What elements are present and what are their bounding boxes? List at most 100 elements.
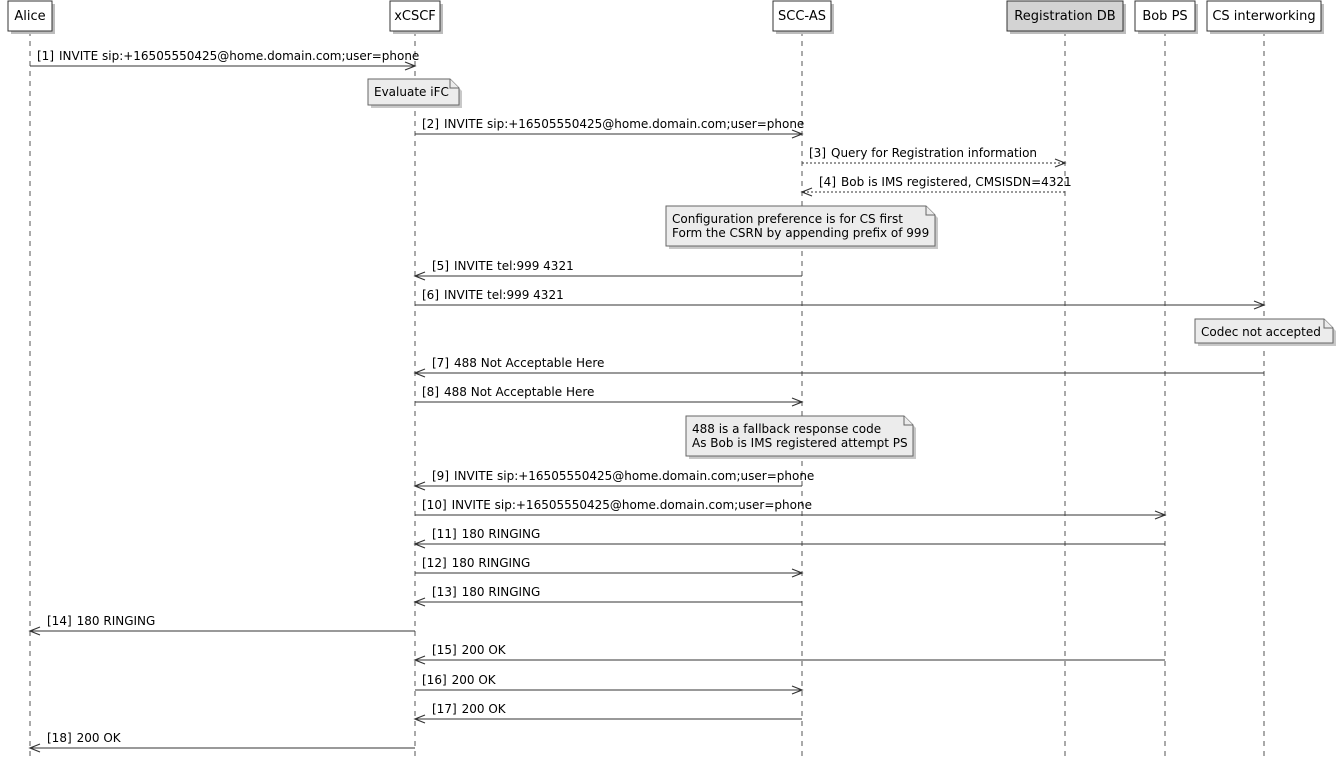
message-15: [15] 200 OK — [413, 643, 1165, 665]
note-fold — [903, 416, 913, 426]
message-arrowhead — [1054, 158, 1067, 168]
message-text: 488 Not Acceptable Here — [444, 385, 594, 399]
participant-box — [772, 0, 832, 32]
participant-box — [7, 0, 53, 32]
message-label: [11]180 RINGING — [432, 527, 540, 541]
message-2: [2] INVITE sip:+16505550425@home.domain.c… — [415, 117, 804, 139]
note-text-line: Configuration preference is for CS first — [672, 212, 903, 226]
message-arrowhead — [791, 397, 804, 407]
message-number: [6] — [422, 288, 439, 302]
message-arrowhead — [800, 187, 813, 197]
note-text-line: Evaluate iFC — [374, 85, 449, 99]
message-label: [14]180 RINGING — [47, 614, 155, 628]
message-arrowhead — [791, 129, 804, 139]
note-1: Evaluate iFC — [367, 78, 462, 108]
message-number: [8] — [422, 385, 439, 399]
message-text: INVITE sip:+16505550425@home.domain.com;… — [59, 49, 419, 63]
participant-label: Alice — [14, 9, 45, 24]
participant-label: Registration DB — [1014, 9, 1115, 24]
message-number: [18] — [47, 731, 72, 745]
message-label: [2] INVITE sip:+16505550425@home.domain.c… — [422, 117, 804, 131]
message-arrowhead — [413, 714, 426, 724]
message-label: [16]200 OK — [422, 673, 497, 687]
message-17: [17]200 OK — [413, 702, 802, 724]
message-label: [9]INVITE sip:+16505550425@home.domain.c… — [432, 469, 814, 483]
note-fold — [1323, 319, 1333, 329]
message-text: INVITE tel:999 4321 — [454, 259, 574, 273]
message-text: Bob is IMS registered, CMSISDN=4321 — [841, 175, 1072, 189]
message-text: INVITE tel:999 4321 — [444, 288, 564, 302]
message-label: [15] 200 OK — [432, 643, 507, 657]
message-text: 488 Not Acceptable Here — [454, 356, 604, 370]
participant-csint: CS interworking — [1206, 0, 1324, 34]
message-number: [15] — [432, 643, 457, 657]
message-label: [13]180 RINGING — [432, 585, 540, 599]
message-number: [4] — [819, 175, 836, 189]
message-arrowhead — [1253, 300, 1266, 310]
message-arrowhead — [28, 626, 41, 636]
message-16: [16]200 OK — [415, 673, 804, 695]
message-label: [10]INVITE sip:+16505550425@home.domain.… — [422, 498, 812, 512]
message-arrowhead — [413, 481, 426, 491]
participants: Alice xCSCF SCC-AS Registration DB Bob PS CS … — [7, 0, 1324, 34]
note-text-line: Form the CSRN by appending prefix of 999 — [672, 226, 929, 240]
message-6: [6] INVITE tel:999 4321 — [415, 288, 1266, 310]
message-text: 200 OK — [77, 731, 122, 745]
message-number: [12] — [422, 556, 447, 570]
message-text: 200 OK — [452, 673, 497, 687]
message-10: [10]INVITE sip:+16505550425@home.domain.… — [415, 498, 1167, 520]
message-9: [9]INVITE sip:+16505550425@home.domain.c… — [413, 469, 814, 491]
message-text: INVITE sip:+16505550425@home.domain.com;… — [454, 469, 814, 483]
message-label: [5] INVITE tel:999 4321 — [432, 259, 574, 273]
message-label: [4] Bob is IMS registered, CMSISDN=4321 — [819, 175, 1072, 189]
message-text: INVITE sip:+16505550425@home.domain.com;… — [452, 498, 812, 512]
lifelines — [29, 31, 1265, 757]
participant-box — [1006, 0, 1124, 32]
message-text: Query for Registration information — [831, 146, 1037, 160]
message-12: [12] 180 RINGING — [415, 556, 804, 578]
participant-bobps: Bob PS — [1134, 0, 1198, 34]
message-4: [4] Bob is IMS registered, CMSISDN=4321 — [800, 175, 1072, 197]
message-text: 200 OK — [462, 643, 507, 657]
message-arrowhead — [1154, 510, 1167, 520]
message-label: [8] 488 Not Acceptable Here — [422, 385, 594, 399]
message-arrowhead — [413, 655, 426, 665]
participant-regdb: Registration DB — [1006, 0, 1126, 34]
message-arrowhead — [413, 368, 426, 378]
message-3: [3]Query for Registration information — [802, 146, 1067, 168]
messages: [1]INVITE sip:+16505550425@home.domain.c… — [28, 49, 1266, 753]
message-text: 180 RINGING — [452, 556, 531, 570]
message-11: [11]180 RINGING — [413, 527, 1165, 549]
message-label: [6] INVITE tel:999 4321 — [422, 288, 564, 302]
message-8: [8] 488 Not Acceptable Here — [415, 385, 804, 407]
message-number: [2] — [422, 117, 439, 131]
participant-box — [389, 0, 441, 32]
message-label: [3]Query for Registration information — [809, 146, 1037, 160]
participant-box — [1134, 0, 1196, 32]
message-number: [7] — [432, 356, 449, 370]
message-label: [1]INVITE sip:+16505550425@home.domain.c… — [37, 49, 419, 63]
message-number: [11] — [432, 527, 457, 541]
message-text: 180 RINGING — [462, 585, 541, 599]
message-14: [14]180 RINGING — [28, 614, 415, 636]
message-arrowhead — [791, 685, 804, 695]
participant-label: Bob PS — [1142, 9, 1187, 24]
message-arrowhead — [28, 743, 41, 753]
message-text: INVITE sip:+16505550425@home.domain.com;… — [444, 117, 804, 131]
participant-sccas: SCC-AS — [772, 0, 834, 34]
note-2: Configuration preference is for CS first… — [665, 205, 938, 249]
message-arrowhead — [413, 597, 426, 607]
participant-label: xCSCF — [394, 9, 436, 24]
participant-box — [1206, 0, 1322, 32]
note-text-line: 488 is a fallback response code — [692, 422, 881, 436]
note-fold — [449, 79, 459, 89]
message-label: [18] 200 OK — [47, 731, 122, 745]
participant-label: CS interworking — [1212, 9, 1315, 24]
message-number: [5] — [432, 259, 449, 273]
message-7: [7] 488 Not Acceptable Here — [413, 356, 1264, 378]
participant-xcscf: xCSCF — [389, 0, 443, 34]
message-1: [1]INVITE sip:+16505550425@home.domain.c… — [30, 49, 419, 71]
message-arrowhead — [404, 61, 417, 71]
